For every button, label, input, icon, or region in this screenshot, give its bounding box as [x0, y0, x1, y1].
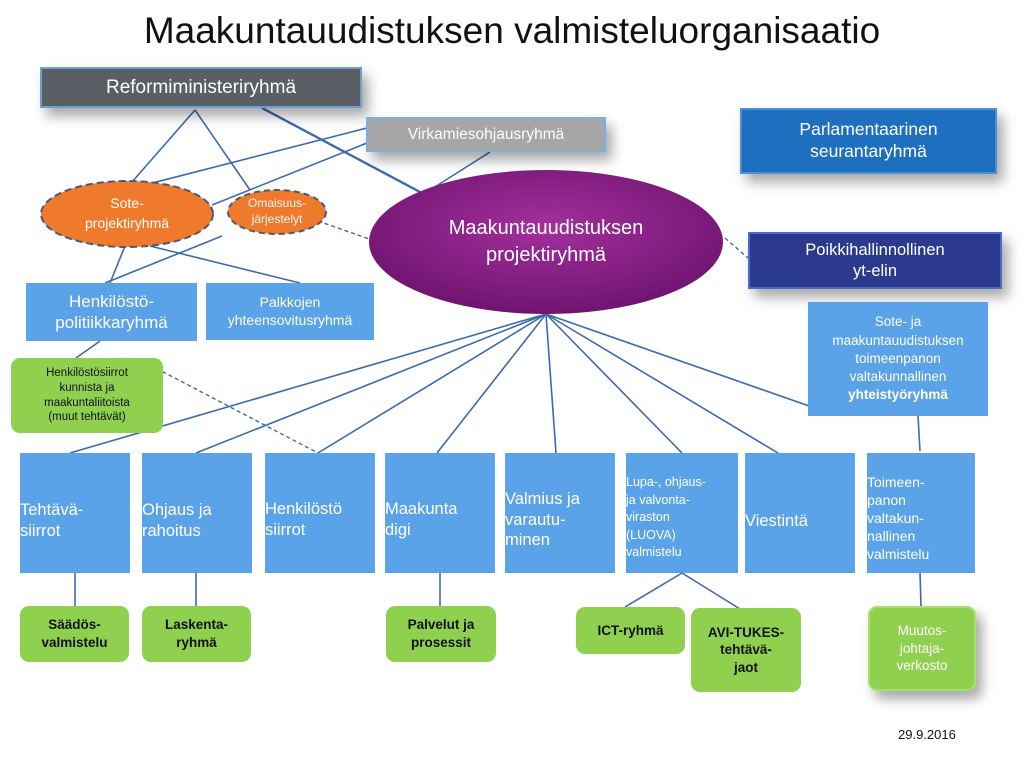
subgroup-label: varautu- [505, 510, 566, 529]
workgroup-label: Muutos- [897, 623, 947, 639]
henkilostosiirrot-label-3: maakuntaliitoista [44, 396, 130, 409]
subgroup-label: nallinen [867, 528, 916, 545]
workgroup-avi-tukes: AVI-TUKES- tehtävä- jaot [691, 608, 801, 692]
yhteistyoryhma-box: Sote- ja maakuntauudistuksen toimeenpano… [808, 302, 988, 416]
subgroup-tehtavasiirrot: Tehtävä- siirrot [20, 453, 130, 573]
subgroup-ohjaus-rahoitus: Ohjaus ja rahoitus [142, 453, 252, 573]
subgroup-label: siirrot [20, 522, 61, 540]
subgroup-label: Viestintä [745, 511, 808, 530]
workgroup-laskentaryhma: Laskenta- ryhmä [142, 606, 251, 662]
workgroup-muutosjohtajaverkosto: Muutos- johtaja- verkosto [868, 606, 976, 691]
subgroup-luova-valmistelu: Lupa-, ohjaus- ja valvonta- viraston (LU… [626, 453, 738, 573]
subgroup-label: valtakun- [867, 509, 924, 526]
projektiryhma-label-2: projektiryhmä [485, 244, 607, 266]
virkamiesohjausryhma-label: Virkamiesohjausryhmä [407, 125, 565, 143]
parlamentaarinen-box: Parlamentaarinen seurantaryhmä [740, 108, 997, 174]
subgroup-maakuntadigi: Maakunta digi [385, 453, 495, 573]
workgroup-label: jaot [733, 659, 758, 675]
maakuntauudistuksen-projektiryhma-node: Maakuntauudistuksen projektiryhmä [369, 170, 723, 314]
yhteistyo-label-2: maakuntauudistuksen [832, 332, 964, 348]
workgroup-label: prosessit [410, 635, 472, 650]
workgroup-label: Palvelut ja [407, 617, 475, 633]
palkkojen-yhteensovitusryhma-box: Palkkojen yhteensovitusryhmä [206, 283, 374, 340]
sote-label-2: projektiryhmä [84, 215, 170, 231]
workgroup-saadosvalmistelu: Säädös- valmistelu [20, 606, 129, 662]
yhteistyo-label-3: toimeenpanon [855, 350, 941, 366]
workgroup-label: ICT-ryhmä [597, 622, 664, 638]
reformiministeriryhma-label: Reformiministeriryhmä [105, 76, 297, 98]
palkkojen-label-1: Palkkojen [259, 294, 321, 310]
subgroup-label: rahoitus [142, 522, 201, 540]
omaisuusjarjestelyt-node: Omaisuus- järjestelyt [228, 190, 326, 234]
subgroup-label: valmistelu [626, 545, 682, 560]
subgroup-label: viraston [626, 510, 670, 525]
poikkihallinnollinen-label-1: Poikkihallinnollinen [805, 240, 945, 259]
workgroup-palvelut-prosessit: Palvelut ja prosessit [386, 606, 496, 662]
subgroup-label: Ohjaus ja [142, 501, 212, 520]
subgroup-label: Henkilöstö [265, 500, 343, 519]
subgroup-label: Maakunta [385, 500, 458, 519]
subgroup-toimeenpanon-valmistelu: Toimeen- panon valtakun- nallinen valmis… [867, 453, 975, 573]
workgroup-label: johtaja- [899, 640, 945, 656]
subgroup-label: Valmius ja [505, 490, 580, 509]
parlamentaarinen-label-2: seurantaryhmä [810, 141, 927, 161]
henkilostopolitiikkaryhma-box: Henkilöstö- politiikkaryhmä [26, 283, 197, 341]
subgroup-label: Lupa-, ohjaus- [626, 475, 706, 490]
subgroup-label: valmistelu [867, 546, 930, 563]
workgroup-label: verkosto [896, 658, 948, 674]
date-label: 29.9.2016 [898, 727, 956, 742]
omaisuus-label-1: Omaisuus- [247, 196, 306, 211]
workgroup-label: tehtävä- [720, 642, 772, 658]
workgroup-label: Säädös- [48, 617, 101, 633]
subgroup-label: ja valvonta- [626, 492, 690, 507]
workgroup-label: Laskenta- [164, 617, 229, 633]
subgroup-label: Tehtävä- [20, 501, 84, 520]
henkilostosiirrot-label-4: (muut tehtävät) [48, 411, 126, 424]
poikkihallinnollinen-box: Poikkihallinnollinen yt-elin [748, 232, 1002, 289]
subgroup-label: digi [385, 521, 411, 539]
subgroup-label: (LUOVA) [626, 527, 676, 542]
parlamentaarinen-label-1: Parlamentaarinen [799, 119, 938, 140]
subgroup-label: Toimeen- [867, 473, 925, 490]
subgroup-label: panon [867, 491, 906, 508]
sote-label-1: Sote- [110, 195, 144, 212]
henkilostopolitiikka-label-1: Henkilöstö- [68, 291, 155, 311]
yhteistyo-label-4: valtakunnallinen [849, 369, 947, 385]
yhteistyo-label-5: yhteistyöryhmä [848, 387, 948, 403]
henkilostosiirrot-label-2: kunnista ja [59, 381, 115, 394]
page-title: Maakuntauudistuksen valmisteluorganisaat… [143, 10, 881, 51]
yhteistyo-label-1: Sote- ja [874, 314, 922, 330]
workgroup-label: AVI-TUKES- [707, 624, 785, 640]
virkamiesohjausryhma-box: Virkamiesohjausryhmä [366, 117, 606, 152]
reformiministeriryhma-box: Reformiministeriryhmä [40, 67, 362, 108]
henkilostosiirrot-kunnista-box: Henkilöstösiirrot kunnista ja maakuntali… [11, 358, 163, 433]
poikkihallinnollinen-label-2: yt-elin [852, 261, 897, 280]
subgroup-label: siirrot [265, 521, 306, 539]
central-ellipse-shape [369, 170, 723, 314]
sote-projektiryhma-node: Sote- projektiryhmä [41, 181, 213, 247]
omaisuus-label-2: järjestelyt [251, 212, 303, 226]
workgroup-ict-ryhma: ICT-ryhmä [576, 607, 685, 654]
workgroup-label: valmistelu [41, 635, 108, 650]
henkilostosiirrot-label-1: Henkilöstösiirrot [46, 366, 128, 379]
projektiryhma-label-1: Maakuntauudistuksen [448, 217, 644, 239]
subgroup-valmius-varautuminen: Valmius ja varautu- minen [505, 453, 615, 573]
subgroup-viestinta: Viestintä [745, 453, 855, 573]
subgroup-label: minen [505, 531, 550, 550]
workgroup-label: ryhmä [176, 635, 217, 650]
henkilostopolitiikka-label-2: politiikkaryhmä [55, 313, 168, 332]
subgroup-henkilostosiirrot: Henkilöstö siirrot [265, 453, 375, 573]
palkkojen-label-2: yhteensovitusryhmä [227, 311, 353, 328]
